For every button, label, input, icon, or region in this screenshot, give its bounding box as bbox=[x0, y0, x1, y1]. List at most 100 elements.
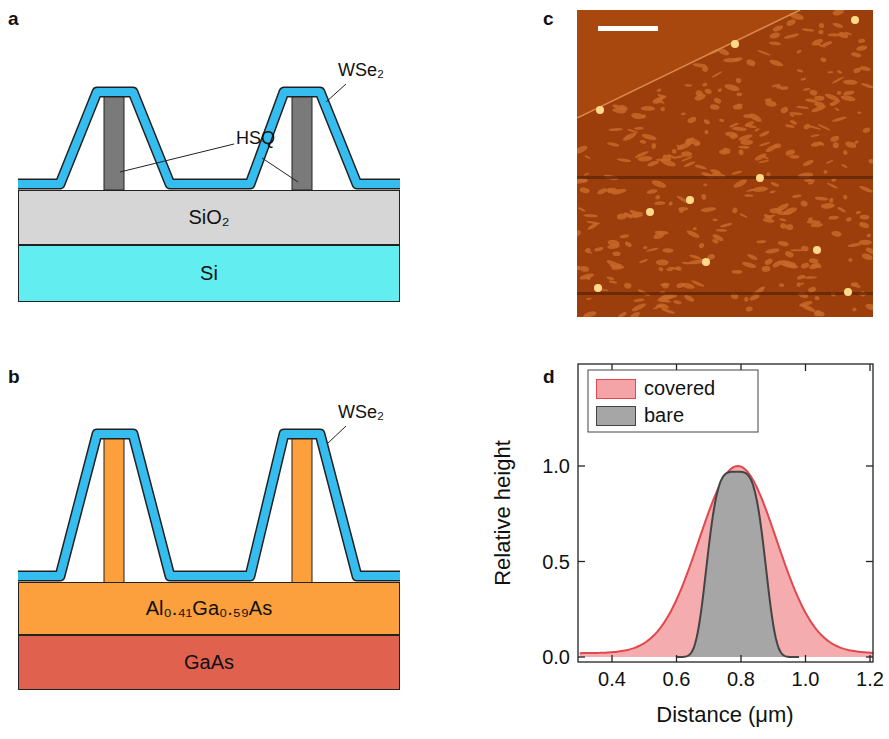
surface-blob bbox=[643, 246, 648, 250]
y-tick bbox=[866, 465, 873, 466]
bright-particle bbox=[702, 258, 710, 266]
legend-label: covered bbox=[644, 377, 715, 400]
line-plot bbox=[578, 364, 873, 662]
surface-blob bbox=[844, 31, 852, 36]
surface-blob bbox=[703, 119, 711, 126]
surface-blob bbox=[583, 214, 598, 218]
surface-blob bbox=[765, 143, 779, 153]
x-tick bbox=[869, 364, 870, 371]
surface-blob bbox=[775, 202, 790, 214]
surface-blob bbox=[810, 134, 819, 138]
legend-swatch bbox=[596, 379, 636, 399]
surface-blob bbox=[747, 253, 758, 261]
surface-blob bbox=[786, 18, 797, 27]
surface-blob bbox=[704, 129, 709, 134]
surface-blob bbox=[800, 77, 806, 81]
surface-blob bbox=[800, 262, 810, 270]
surface-blob bbox=[832, 10, 845, 17]
surface-blob bbox=[748, 112, 763, 124]
legend-box bbox=[588, 370, 758, 432]
surface-blob bbox=[738, 145, 750, 149]
surface-blob bbox=[803, 276, 817, 279]
surface-blob bbox=[717, 88, 722, 93]
surface-blob bbox=[580, 266, 590, 273]
bright-particle bbox=[731, 40, 739, 48]
surface-blob bbox=[828, 33, 841, 36]
surface-blob bbox=[668, 266, 681, 270]
flake-region bbox=[577, 10, 800, 118]
surface-blob bbox=[859, 240, 872, 245]
surface-blob bbox=[577, 265, 582, 271]
surface-blob bbox=[746, 188, 755, 192]
surface-blob bbox=[814, 42, 826, 48]
surface-blob bbox=[770, 181, 779, 187]
surface-blob bbox=[606, 259, 622, 271]
surface-blob bbox=[805, 98, 818, 104]
surface-blob bbox=[780, 86, 789, 90]
surface-blob bbox=[652, 143, 656, 149]
surface-blob bbox=[596, 187, 608, 196]
panel-letter: d bbox=[543, 366, 555, 388]
surface-blob bbox=[686, 229, 701, 239]
surface-blob bbox=[777, 211, 791, 215]
surface-blob bbox=[843, 79, 858, 85]
surface-blob bbox=[681, 151, 692, 157]
surface-blob bbox=[803, 88, 811, 91]
tick-label: 1.0 bbox=[542, 455, 570, 478]
tick-label: 0.6 bbox=[663, 668, 691, 691]
layer-label: Al₀.₄₁Ga₀.₅₉As bbox=[146, 597, 272, 620]
surface-blob bbox=[789, 119, 797, 125]
surface-blob bbox=[808, 261, 821, 270]
surface-blob bbox=[780, 106, 789, 114]
surface-blob bbox=[656, 88, 662, 93]
surface-blob bbox=[837, 70, 843, 75]
layer-band: SiO₂ bbox=[18, 190, 400, 245]
surface-blob bbox=[738, 149, 744, 155]
x-tick bbox=[869, 655, 870, 662]
surface-blob bbox=[754, 128, 760, 132]
surface-blob bbox=[694, 164, 707, 171]
surface-blob bbox=[594, 246, 604, 252]
surface-blob bbox=[817, 123, 831, 131]
surface-blob bbox=[769, 58, 784, 67]
surface-blob bbox=[701, 194, 707, 201]
surface-blob bbox=[698, 242, 705, 249]
leader-line bbox=[120, 144, 234, 172]
tick-label: 1.0 bbox=[792, 668, 820, 691]
surface-blob bbox=[820, 57, 827, 63]
surface-blob bbox=[583, 310, 597, 317]
panel-letter: c bbox=[543, 8, 554, 30]
surface-blob bbox=[612, 107, 627, 114]
surface-blob bbox=[828, 197, 834, 203]
surface-blob bbox=[606, 276, 614, 281]
surface-blob bbox=[856, 45, 868, 52]
surface-blob bbox=[586, 297, 592, 300]
surface-blob bbox=[815, 196, 829, 201]
surface-blob bbox=[811, 104, 827, 114]
surface-blob bbox=[617, 158, 632, 163]
surface-blob bbox=[772, 260, 783, 269]
axis-title: Distance (μm) bbox=[656, 702, 793, 727]
surface-blob bbox=[830, 99, 841, 107]
surface-blob bbox=[789, 262, 797, 269]
surface-blob bbox=[577, 144, 588, 155]
surface-blob bbox=[732, 178, 747, 189]
surface-blob bbox=[654, 94, 667, 102]
surface-blob bbox=[844, 140, 857, 149]
x-tick bbox=[611, 655, 612, 662]
surface-blob bbox=[818, 22, 825, 28]
surface-blob bbox=[818, 29, 824, 34]
surface-blob bbox=[584, 172, 590, 176]
surface-blob bbox=[831, 116, 847, 123]
surface-blob bbox=[860, 214, 870, 219]
surface-blob bbox=[652, 304, 664, 310]
surface-blob bbox=[802, 159, 814, 168]
bright-particle bbox=[851, 16, 859, 24]
surface-blob bbox=[769, 190, 776, 194]
surface-blob bbox=[862, 127, 871, 134]
scale-bar bbox=[598, 26, 658, 31]
surface-blob bbox=[796, 106, 809, 110]
surface-blob bbox=[740, 140, 753, 145]
surface-blob bbox=[661, 307, 676, 315]
surface-blob bbox=[629, 311, 641, 317]
